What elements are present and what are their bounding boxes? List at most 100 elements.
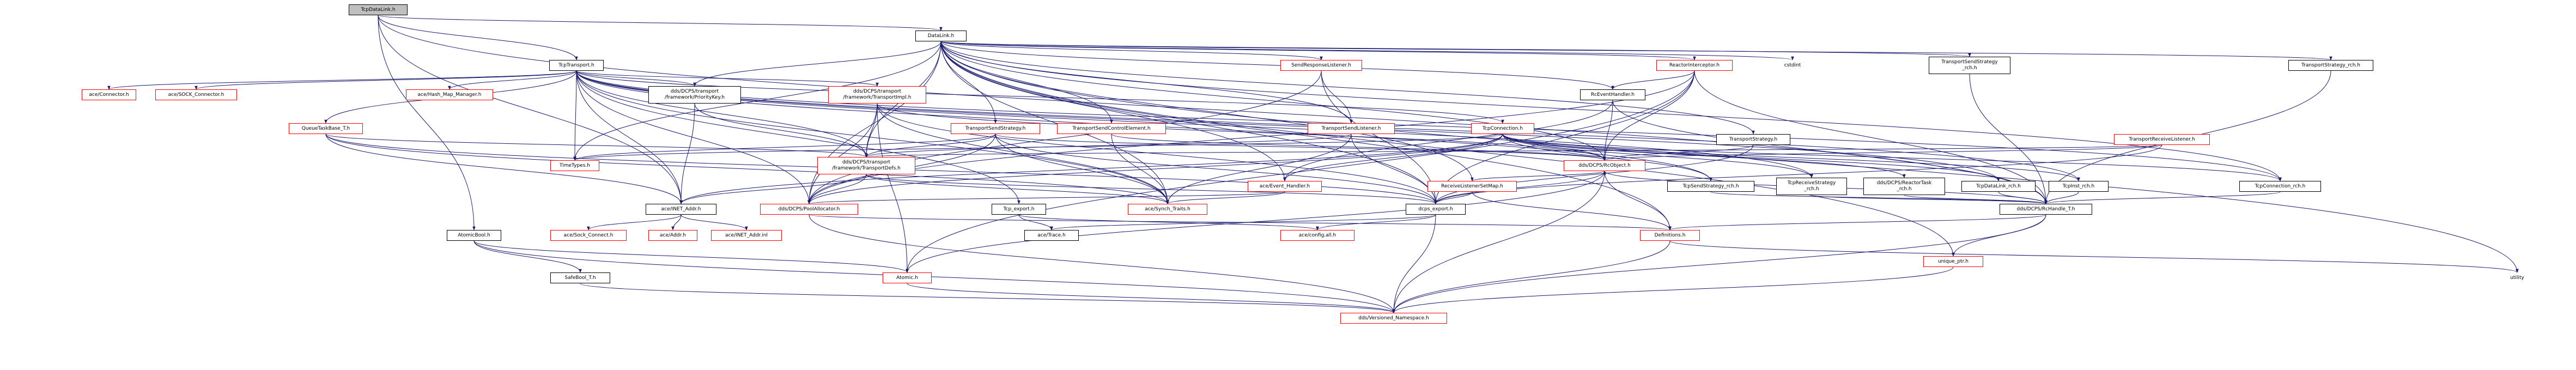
edge-n17-n27 — [1502, 134, 1813, 178]
edge-n1-n3 — [940, 41, 1323, 60]
edge-n37-n44 — [1668, 214, 2046, 231]
graph-node-ace-event-handler-h[interactable]: ace/Event_Handler.h — [1248, 181, 1322, 192]
graph-node-ace-trace-h[interactable]: ace/Trace.h — [1024, 230, 1079, 241]
edge-n2-n29 — [576, 70, 2000, 181]
edge-n17-n32 — [679, 134, 1503, 204]
edge-n31-n37 — [2044, 191, 2281, 204]
graph-node-unique-ptr-h[interactable]: unique_ptr.h — [1923, 256, 1983, 267]
edge-n38-n46 — [473, 240, 582, 273]
graph-node-transportsendcontrolelement-h[interactable]: TransportSendControlElement.h — [1057, 123, 1166, 134]
edge-n2-n34 — [576, 70, 1020, 204]
edge-n0-n1 — [378, 15, 943, 31]
graph-node-ace-sock-connector-h[interactable]: ace/SOCK_Connector.h — [155, 89, 237, 100]
edge-n1-n24 — [940, 41, 1474, 181]
edge-n0-n37 — [378, 15, 2048, 204]
edge-n1-n49 — [940, 41, 2519, 273]
graph-node-rcobject-h[interactable]: dds/DCPS/RcObject.h — [1564, 160, 1645, 171]
graph-node-tcp-export-h[interactable]: Tcp_export.h — [992, 204, 1046, 215]
edge-n13-n36 — [877, 103, 1437, 204]
graph-node-ace-synch-traits-h[interactable]: ace/Synch_Traits.h — [1128, 204, 1207, 215]
edge-n20-n25 — [1603, 144, 2162, 161]
edge-n0-n32 — [378, 15, 683, 204]
edge-n1-n44 — [940, 41, 1672, 231]
graph-node-datalink-h[interactable]: DataLink.h — [915, 31, 967, 41]
graph-node-transportstrategy-rch-h[interactable]: TransportStrategy_rch.h — [2288, 60, 2373, 71]
edge-n2-n22 — [576, 70, 868, 157]
graph-node-ace-sock-connect-h[interactable]: ace/Sock_Connect.h — [550, 230, 627, 241]
graph-node-ace-inet-addr-inl[interactable]: ace/INET_Addr.inl — [711, 230, 782, 241]
edge-n25-n48 — [1392, 171, 1605, 313]
graph-node-transportstrategy-h[interactable]: TransportStrategy.h — [1716, 134, 1790, 145]
graph-node-ace-addr-h[interactable]: ace/Addr.h — [648, 230, 697, 241]
edge-n16-n36 — [1351, 134, 1437, 204]
edge-n14-n22 — [865, 134, 996, 157]
graph-node-queuetaskbase-t-h[interactable]: QueueTaskBase_T.h — [289, 123, 363, 134]
graph-node-rchandle-t-h[interactable]: dds/DCPS/RcHandle_T.h — [2000, 204, 2092, 215]
edge-n3-n33 — [807, 70, 1322, 204]
graph-node-versioned-namespace-h[interactable]: dds/Versioned_Namespace.h — [1340, 313, 1447, 324]
graph-node-rceventhandler-h[interactable]: RcEventHandler.h — [1580, 89, 1645, 100]
graph-node-transportreceivelistener-h[interactable]: TransportReceiveListener.h — [2114, 134, 2210, 145]
graph-node-transportimpl-h[interactable]: dds/DCPS/transport /framework/TransportI… — [828, 86, 926, 104]
edge-n47-n48 — [907, 283, 1395, 313]
edge-n10-n32 — [325, 134, 683, 204]
edge-n44-n48 — [1392, 240, 1670, 313]
graph-node-dcps-export-h[interactable]: dcps_export.h — [1406, 204, 1466, 215]
edge-n34-n43 — [1018, 214, 1319, 231]
edge-n1-n36 — [940, 41, 1437, 204]
graph-node-tcpconnection-rch-h[interactable]: TcpConnection_rch.h — [2239, 181, 2321, 192]
edge-n23-n35 — [1166, 191, 1285, 204]
graph-node-definitions-h[interactable]: Definitions.h — [1640, 230, 1700, 241]
edge-n46-n48 — [580, 283, 1395, 313]
graph-node-transportsendlistener-h[interactable]: TransportSendListener.h — [1308, 123, 1395, 134]
graph-node-transportsendstrategy-rch-h[interactable]: TransportSendStrategy _rch.h — [1929, 57, 2010, 74]
graph-node-safebool-t-h[interactable]: SafeBool_T.h — [550, 272, 610, 283]
edge-n20-n22 — [865, 144, 2162, 157]
edge-n4-n47 — [906, 70, 1695, 273]
edge-n16-n35 — [1166, 134, 1352, 204]
edge-n4-n25 — [1603, 70, 1695, 161]
graph-node-cstdint[interactable]: cstdint — [1784, 62, 1801, 68]
edge-n20-n36 — [1434, 144, 2162, 204]
edge-n1-n33 — [807, 41, 941, 204]
edge-n32-n40 — [671, 214, 682, 231]
graph-node-ace-hash-map-manager-h[interactable]: ace/Hash_Map_Manager.h — [406, 89, 493, 100]
graph-node-sendresponselistener-h[interactable]: SendResponseListener.h — [1280, 60, 1362, 71]
graph-node-poolallocator-h[interactable]: dds/DCPS/PoolAllocator.h — [760, 204, 858, 215]
graph-node-receivelistenersetmap-h[interactable]: ReceiveListenerSetMap.h — [1427, 181, 1517, 192]
graph-node-ace-connector-h[interactable]: ace/Connector.h — [82, 89, 136, 100]
graph-node-reactortask-rch-h[interactable]: dds/DCPS/ReactorTask _rch.h — [1863, 178, 1945, 195]
edge-n24-n25 — [1472, 171, 1606, 181]
graph-node-ace-config-all-h[interactable]: ace/config.all.h — [1280, 230, 1354, 241]
edge-n2-n33 — [576, 70, 811, 204]
edge-n45-n48 — [1392, 266, 1954, 313]
edge-n4-n37 — [1694, 70, 2048, 204]
graph-node-transportsendstrategy-h[interactable]: TransportSendStrategy.h — [951, 123, 1040, 134]
edge-n1-n25 — [940, 41, 1606, 161]
graph-node-tcpconnection-h[interactable]: TcpConnection.h — [1471, 123, 1534, 134]
edge-n25-n44 — [1604, 171, 1672, 231]
graph-node-priority-key-h[interactable]: dds/DCPS/transport /framework/PriorityKe… — [648, 86, 741, 104]
edge-n29-n37 — [1998, 191, 2048, 204]
graph-node-tcpinst-rch-h[interactable]: TcpInst_rch.h — [2049, 181, 2109, 192]
graph-node-utility[interactable]: utility — [2510, 275, 2524, 281]
graph-node-tcptransport-h[interactable]: TcpTransport.h — [549, 60, 604, 71]
edge-n10-n22 — [325, 134, 868, 157]
graph-node-tcpreceivestrategy-rch-h[interactable]: TcpReceiveStrategy _rch.h — [1776, 178, 1847, 195]
edge-n16-n22 — [865, 134, 1352, 157]
edge-n36-n48 — [1392, 214, 1436, 313]
graph-node-tcpdatalink-rch-h[interactable]: TcpDataLink_rch.h — [1961, 181, 2036, 192]
graph-node-transportdefs-h[interactable]: dds/DCPS/transport /framework/TransportD… — [817, 157, 915, 174]
graph-node-atomicbool-h[interactable]: AtomicBool.h — [447, 230, 501, 241]
graph-node-tcpsendstrategy-rch-h[interactable]: TcpSendStrategy_rch.h — [1667, 181, 1754, 192]
edge-n19-n25 — [1603, 144, 1754, 161]
edge-n27-n37 — [1811, 195, 2048, 204]
edge-n17-n23 — [1283, 134, 1503, 181]
edge-n1-n7 — [940, 41, 2332, 60]
graph-node-atomic-h[interactable]: Atomic.h — [883, 272, 932, 283]
graph-node-reactorinterceptor-h[interactable]: ReactorInterceptor.h — [1656, 60, 1733, 71]
graph-node-ace-inet-addr-h[interactable]: ace/INET_Addr.h — [646, 204, 716, 215]
graph-node-timetypes-h[interactable]: TimeTypes.h — [550, 160, 599, 171]
graph-node-tcpdatalink-h[interactable]: TcpDataLink.h — [349, 4, 408, 15]
